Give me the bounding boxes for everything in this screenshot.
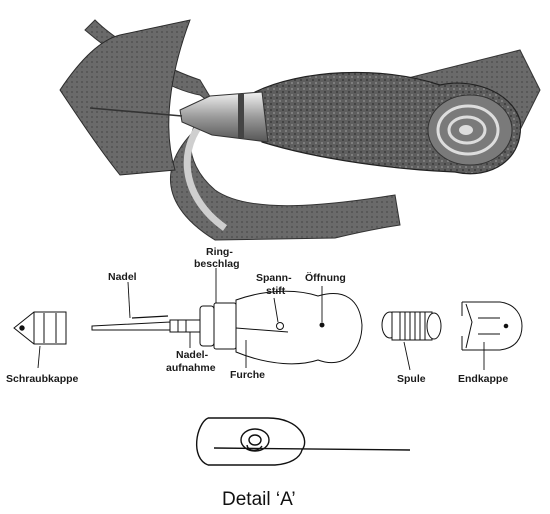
awl-photo — [60, 20, 540, 240]
detail-pin-inner — [249, 435, 261, 445]
screw-cap-part — [14, 312, 66, 344]
detail-handle-outline — [208, 418, 305, 465]
detail-caption: Detail ‘A’ — [222, 489, 296, 510]
label-endkappe: Endkappe — [458, 373, 508, 385]
label-spannstift-1: Spann- — [256, 272, 292, 284]
handle-part — [236, 291, 362, 364]
label-oeffnung: Öffnung — [305, 271, 346, 284]
label-ringbeschlag-1: Ring- — [206, 246, 233, 258]
spool-part — [382, 312, 441, 340]
detail-a — [197, 418, 410, 465]
needle-part — [92, 316, 170, 330]
label-nadelaufnahme-1: Nadel- — [176, 349, 209, 361]
label-nadel: Nadel — [108, 271, 137, 283]
label-schraubkappe: Schraubkappe — [6, 373, 79, 385]
label-ringbeschlag-2: beschlag — [194, 258, 240, 270]
needle-holder-part — [170, 320, 200, 332]
ring-fitting-part — [200, 303, 236, 349]
detail-thread — [214, 448, 410, 450]
end-cap-part — [462, 302, 522, 350]
label-nadelaufnahme-2: aufnahme — [166, 362, 216, 374]
label-furche: Furche — [230, 369, 265, 381]
leather-flap-left — [60, 20, 190, 175]
label-spule: Spule — [397, 373, 426, 385]
label-spannstift-2: stift — [266, 285, 286, 297]
